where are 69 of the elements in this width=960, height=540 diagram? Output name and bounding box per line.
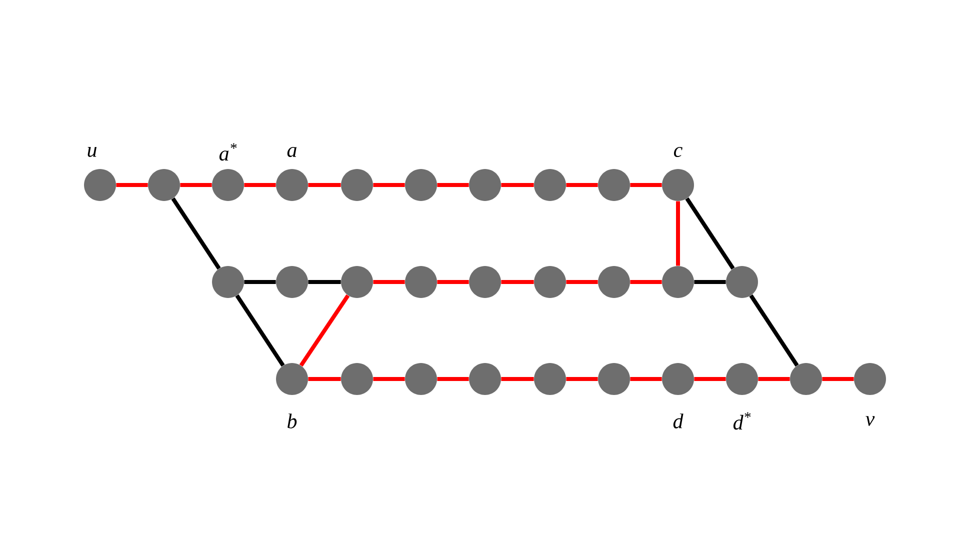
edge xyxy=(244,280,276,284)
edge xyxy=(180,183,212,187)
vertex xyxy=(276,363,308,395)
vertex xyxy=(276,266,308,298)
vertex xyxy=(212,169,244,201)
vertex xyxy=(84,169,116,201)
edge xyxy=(685,197,735,270)
vertex xyxy=(598,266,630,298)
vertex xyxy=(341,169,373,201)
vertex xyxy=(790,363,822,395)
edge xyxy=(566,280,598,284)
vertex xyxy=(598,169,630,201)
vertex xyxy=(854,363,886,395)
edge xyxy=(758,377,790,381)
edge xyxy=(116,183,148,187)
vertex xyxy=(726,266,758,298)
edge xyxy=(630,377,662,381)
vertex xyxy=(405,363,437,395)
edge xyxy=(630,183,662,187)
edge xyxy=(501,280,534,284)
vertex xyxy=(598,363,630,395)
vertex xyxy=(662,169,694,201)
vertex-label: d$^{*}$ xyxy=(733,412,751,430)
edge xyxy=(501,183,534,187)
edge xyxy=(749,294,799,367)
vertex xyxy=(534,363,566,395)
vertex-label: u xyxy=(88,147,96,157)
edge xyxy=(235,294,285,367)
vertex xyxy=(405,169,437,201)
vertex xyxy=(341,363,373,395)
edge xyxy=(308,183,341,187)
vertex-label: a xyxy=(287,146,296,158)
vertex xyxy=(662,363,694,395)
edge xyxy=(676,201,680,266)
edge xyxy=(437,377,469,381)
vertex xyxy=(469,169,501,201)
vertex xyxy=(276,169,308,201)
edge xyxy=(501,377,534,381)
edge xyxy=(822,377,854,381)
edge xyxy=(373,183,405,187)
vertex xyxy=(212,266,244,298)
edge xyxy=(566,183,598,187)
vertex xyxy=(534,169,566,201)
vertex xyxy=(726,363,758,395)
vertex-label: a$^{*}$ xyxy=(219,143,237,161)
edge xyxy=(566,377,598,381)
edge xyxy=(437,183,469,187)
edge xyxy=(373,280,405,284)
edge xyxy=(694,280,726,284)
edge xyxy=(308,377,341,381)
edge xyxy=(244,183,276,187)
vertex-label: v xyxy=(866,416,875,426)
vertex xyxy=(469,363,501,395)
vertex xyxy=(662,266,694,298)
edge xyxy=(437,280,469,284)
edge xyxy=(630,280,662,284)
edge xyxy=(694,377,726,381)
vertex xyxy=(148,169,180,201)
vertex-label: d xyxy=(673,414,684,428)
edge xyxy=(299,294,350,367)
edge xyxy=(373,377,405,381)
vertex xyxy=(341,266,373,298)
vertex-label: b xyxy=(288,414,297,428)
edge xyxy=(308,280,341,284)
vertex xyxy=(405,266,437,298)
vertex xyxy=(469,266,501,298)
vertex-label: c xyxy=(674,146,682,158)
edge xyxy=(171,197,221,270)
vertex xyxy=(534,266,566,298)
